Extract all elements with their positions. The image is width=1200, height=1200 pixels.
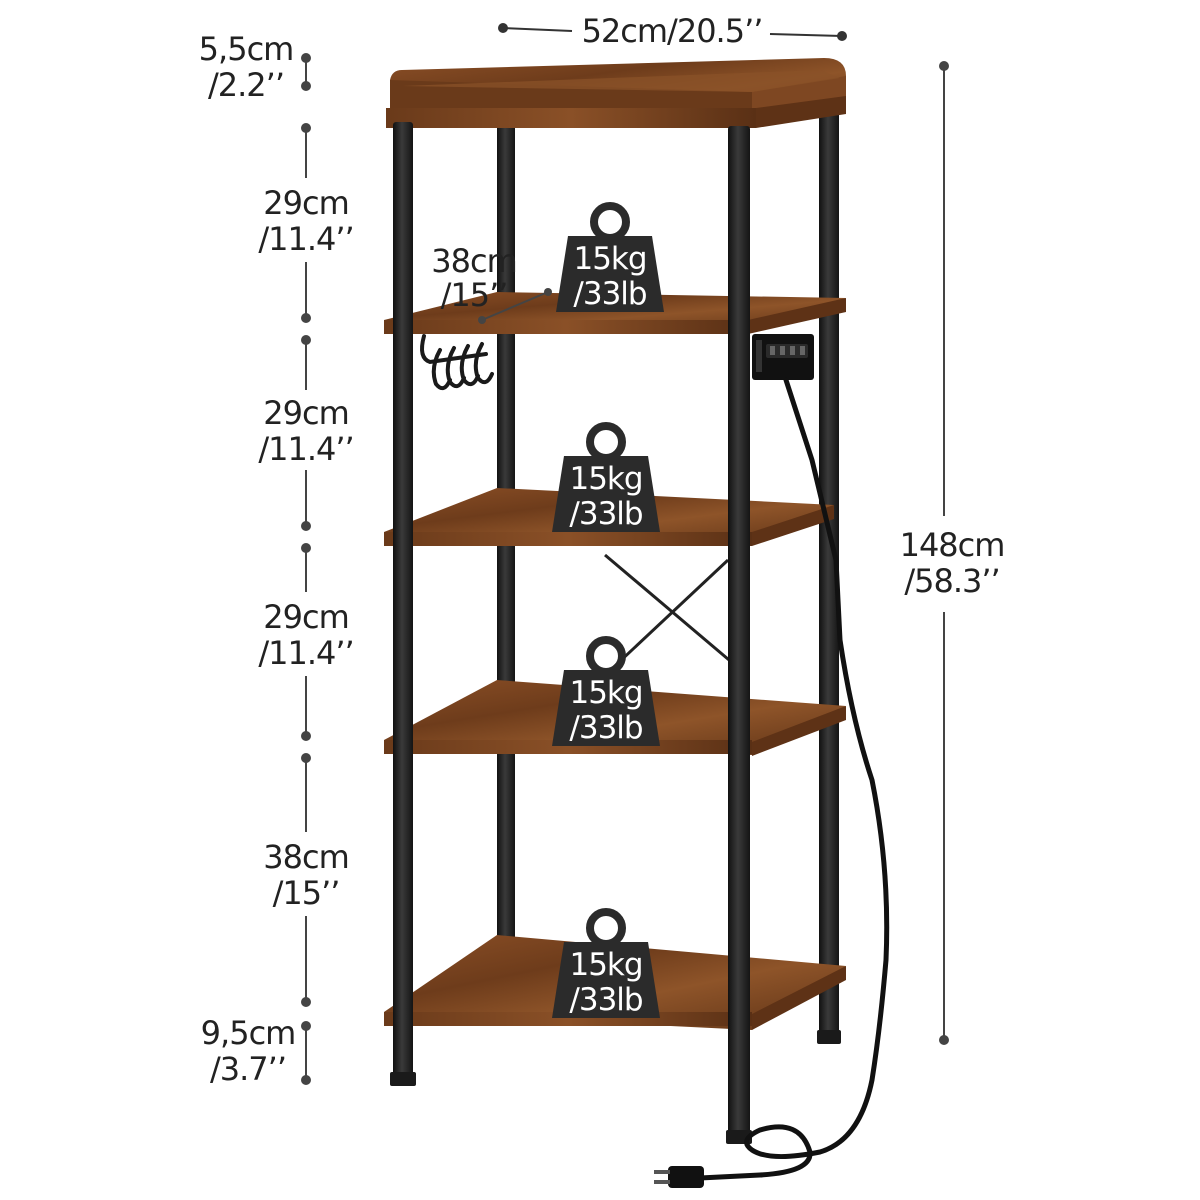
width-dimension: 52cm/20.5’’ [498, 12, 847, 50]
load-lb: /33lb [573, 276, 646, 312]
load-kg: 15kg [573, 241, 646, 277]
load-badge-4: 15kg /33lb [552, 908, 660, 1018]
tier4-cm: 38cm [263, 838, 348, 876]
load-kg: 15kg [569, 947, 642, 983]
tier4-in: /15’’ [273, 874, 340, 912]
tier1-in: /11.4’’ [258, 220, 353, 258]
foot-cm: 9,5cm [201, 1014, 296, 1052]
load-kg: 15kg [569, 675, 642, 711]
depth-dimension: 38cm /15’’ [431, 242, 552, 324]
load-lb: /33lb [569, 496, 642, 532]
tier3-in: /11.4’’ [258, 634, 353, 672]
tier1-cm: 29cm [263, 184, 348, 222]
frame-back-poles [497, 100, 839, 1038]
height-labels: 5,5cm /2.2’’ 29cm /11.4’’ 29cm /11.4’’ 2… [199, 30, 355, 1088]
power-cord [697, 377, 890, 1181]
kettlebell-weight-icon [556, 202, 664, 312]
tier2-cm: 29cm [263, 394, 348, 432]
pole-front-left [393, 122, 413, 1084]
depth-cm-label: 38cm [431, 242, 516, 280]
depth-in-label: /15’’ [441, 276, 508, 314]
tier3-cm: 29cm [263, 598, 348, 636]
power-plug-icon [654, 1166, 704, 1188]
kettlebell-weight-icon [552, 908, 660, 1018]
power-strip-icon [752, 334, 814, 380]
frame-front-poles [390, 122, 841, 1144]
kettlebell-weight-icon [552, 636, 660, 746]
total-height-dimension: 148cm /58.3’’ [900, 61, 1005, 1045]
width-label: 52cm/20.5’’ [582, 12, 763, 50]
tier2-in: /11.4’’ [258, 430, 353, 468]
total-in: /58.3’’ [904, 562, 999, 600]
load-badge-2: 15kg /33lb [552, 422, 660, 532]
pole-front-right [728, 126, 750, 1142]
total-cm: 148cm [900, 526, 1005, 564]
kettlebell-weight-icon [552, 422, 660, 532]
pole-back-right [819, 100, 839, 1038]
s-hook-icon [420, 334, 494, 391]
top-shelf [386, 58, 846, 128]
load-kg: 15kg [569, 461, 642, 497]
load-lb: /33lb [569, 710, 642, 746]
foot-in: /3.7’’ [210, 1050, 286, 1088]
load-badge-1: 15kg /33lb [556, 202, 664, 312]
top-rail-cm: 5,5cm [199, 30, 294, 68]
top-rail-in: /2.2’’ [208, 66, 284, 104]
load-lb: /33lb [569, 982, 642, 1018]
load-badge-3: 15kg /33lb [552, 636, 660, 746]
height-segments [301, 53, 311, 1085]
